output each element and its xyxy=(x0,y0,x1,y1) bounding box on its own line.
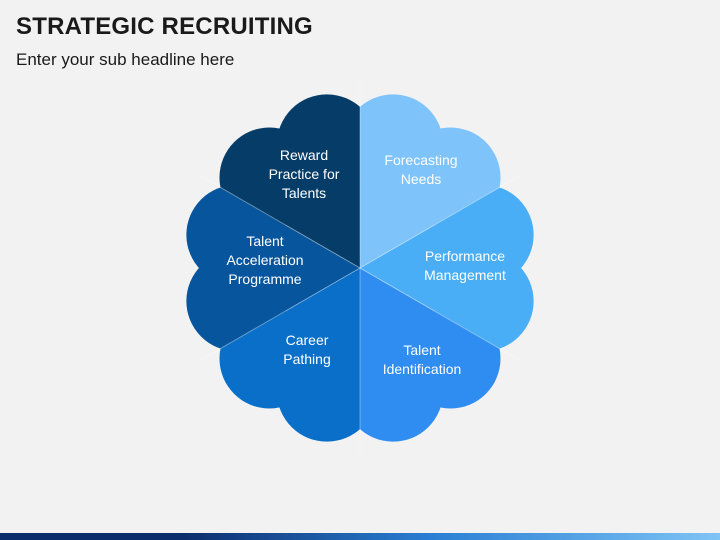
petal-divider xyxy=(199,267,361,361)
petal-divider xyxy=(359,175,521,269)
petal-divider xyxy=(199,175,361,269)
footer-gradient-bar xyxy=(0,533,720,540)
page-subtitle: Enter your sub headline here xyxy=(16,50,235,69)
page-title: STRATEGIC RECRUITING xyxy=(16,13,313,40)
petal-divider xyxy=(359,267,521,361)
